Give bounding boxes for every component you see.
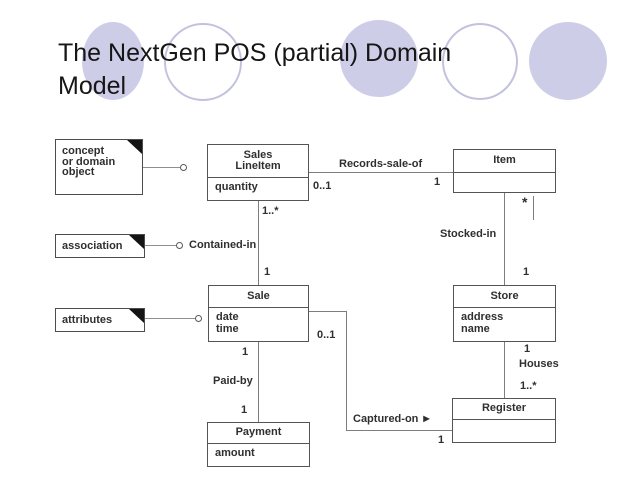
- multiplicity-records-near: 0..1: [313, 180, 332, 192]
- class-attribute-name: name: [461, 322, 490, 335]
- decorative-circle-5: [529, 22, 607, 100]
- association-label-captured-on: Captured-on▶: [353, 413, 430, 425]
- connector-circle-icon: [180, 164, 187, 171]
- multiplicity-contained-top: 1..*: [262, 205, 279, 217]
- class-name-lineitem: LineItem: [235, 160, 281, 172]
- class-box-sales-lineitem: Sales LineItem quantity: [207, 144, 309, 201]
- note-attributes: attributes: [55, 308, 145, 332]
- note-concept-line2: or domain: [62, 155, 116, 168]
- class-name-item: Item: [493, 154, 516, 167]
- slide-title: The NextGen POS (partial) Domain Model: [58, 37, 518, 103]
- class-box-item: Item: [453, 149, 556, 193]
- multiplicity-stocked-top: *: [522, 194, 528, 210]
- multiplicity-paid-top: 1: [242, 346, 249, 358]
- note-connector-association: [145, 245, 176, 246]
- note-concept: concept or domain object: [55, 139, 143, 195]
- association-line-captured-on-seg3: [346, 430, 452, 431]
- multiplicity-captured-far: 1: [438, 434, 445, 446]
- note-association: association: [55, 234, 145, 258]
- class-box-store: Store address name: [453, 285, 556, 342]
- class-attribute-amount: amount: [215, 447, 255, 459]
- note-connector-attributes: [145, 318, 195, 319]
- class-name-sale: Sale: [247, 289, 270, 302]
- multiplicity-paid-bottom: 1: [241, 404, 248, 416]
- slide-title-line1: The NextGen POS (partial) Domain: [58, 39, 452, 67]
- association-label-records-sale-of: Records-sale-of: [339, 158, 423, 170]
- connector-circle-icon: [195, 315, 202, 322]
- class-box-payment: Payment amount: [207, 422, 310, 467]
- note-concept-line3: object: [62, 166, 95, 178]
- multiplicity-records-far: 1: [434, 176, 441, 188]
- association-line-contained-in: [258, 200, 259, 285]
- class-name-store: Store: [490, 289, 519, 302]
- association-line-paid-by: [258, 341, 259, 422]
- class-box-register: Register: [452, 398, 556, 443]
- association-line-records-sale-of: [309, 172, 453, 173]
- multiplicity-houses-bottom: 1..*: [520, 380, 537, 392]
- class-name-register: Register: [481, 402, 527, 415]
- direction-arrow-icon: ▶: [423, 414, 430, 423]
- note-attributes-label: attributes: [62, 313, 113, 326]
- association-label-paid-by: Paid-by: [213, 375, 253, 387]
- class-name-sales: Sales: [243, 148, 273, 161]
- association-line-captured-on-seg2: [346, 311, 347, 431]
- association-label-stocked-in: Stocked-in: [440, 228, 497, 240]
- slide-title-line2: Model: [58, 72, 127, 100]
- association-label-contained-in: Contained-in: [189, 239, 257, 251]
- note-concept-line1: concept: [62, 145, 105, 157]
- multiplicity-houses-top: 1: [524, 343, 531, 355]
- connector-circle-icon: [176, 242, 183, 249]
- association-end-tick: [533, 196, 534, 220]
- decorative-circle-2: [164, 23, 242, 101]
- decorative-circle-3: [340, 20, 418, 97]
- association-line-captured-on-seg1: [309, 311, 347, 312]
- class-attribute-address: address: [461, 311, 504, 323]
- multiplicity-stocked-bottom: 1: [523, 266, 530, 278]
- multiplicity-captured-near: 0..1: [317, 329, 336, 341]
- decorative-circle-1: [82, 22, 144, 100]
- decorative-circle-4: [442, 23, 518, 100]
- multiplicity-contained-bottom: 1: [264, 266, 271, 278]
- note-association-label: association: [62, 239, 123, 252]
- class-attribute-time: time: [216, 322, 239, 335]
- association-line-stocked-in: [504, 193, 505, 285]
- class-attribute-date: date: [216, 311, 239, 323]
- association-label-houses: Houses: [519, 358, 559, 370]
- association-line-houses: [504, 341, 505, 398]
- note-connector-concept: [143, 167, 180, 168]
- class-box-sale: Sale date time: [208, 285, 309, 342]
- class-attribute-quantity: quantity: [215, 181, 258, 193]
- class-name-payment: Payment: [235, 426, 282, 439]
